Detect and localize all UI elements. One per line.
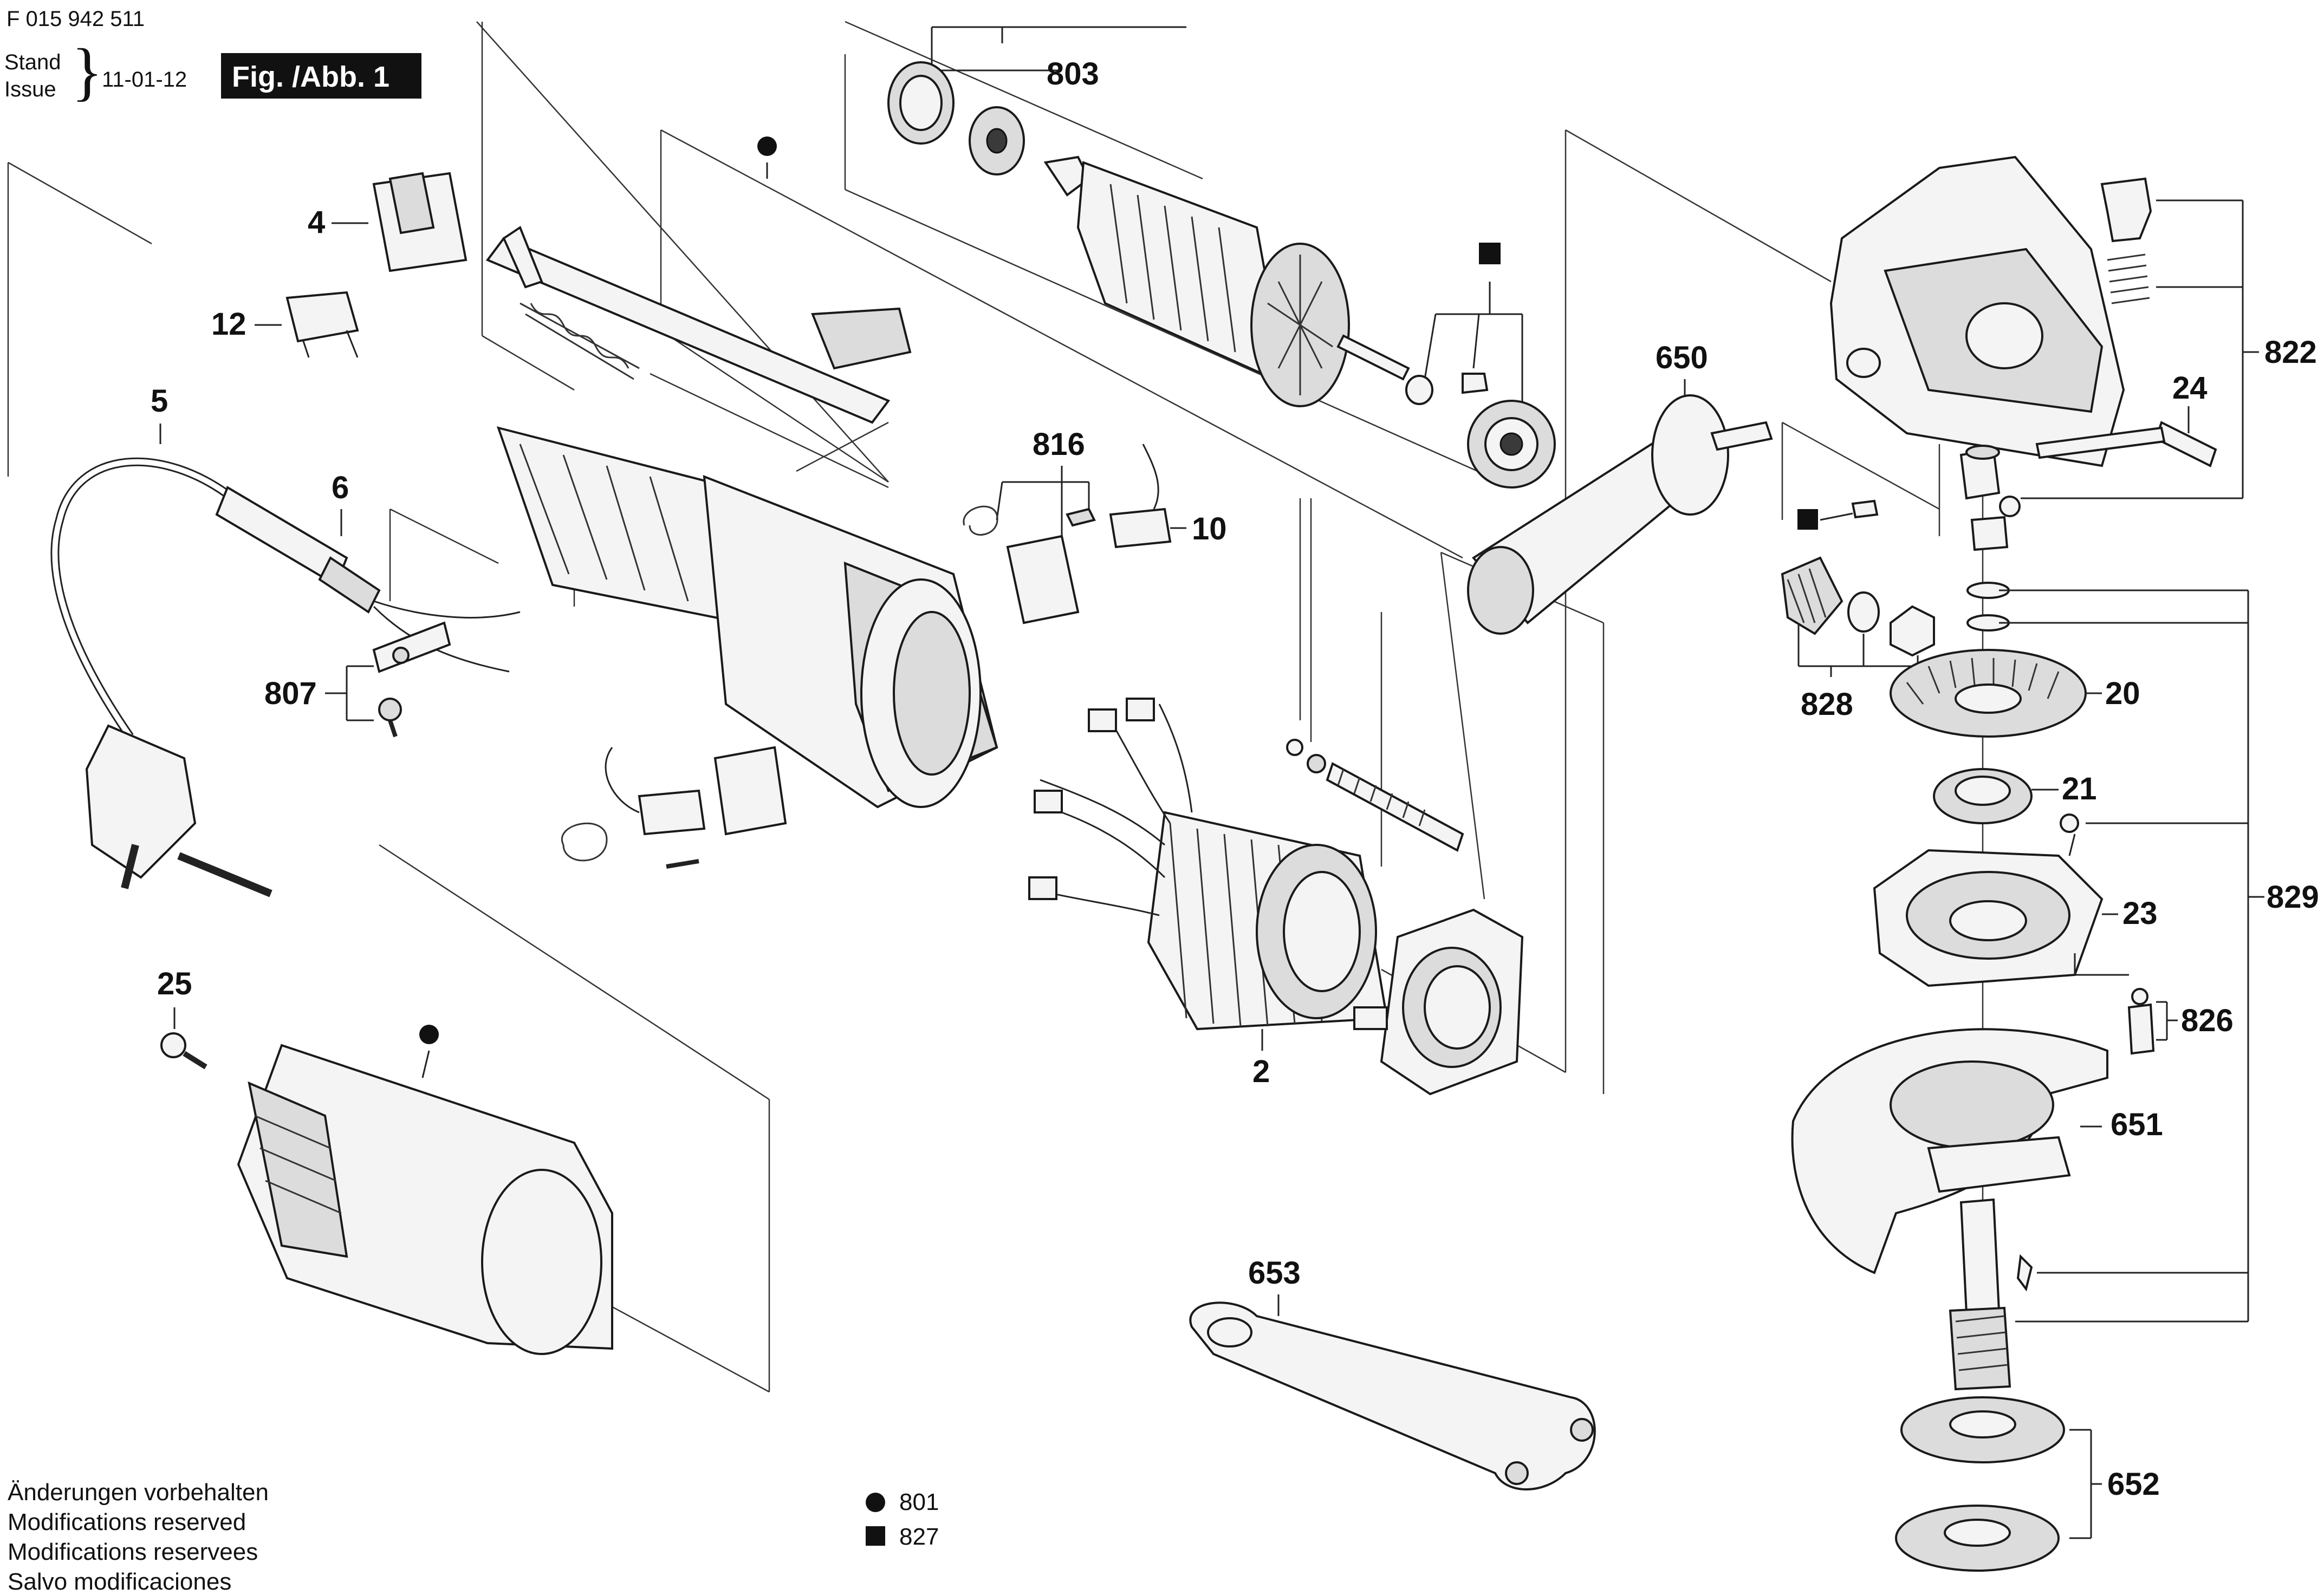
part-labels: 803	[1047, 56, 1099, 92]
stator-screws	[1286, 739, 1464, 852]
label-807: 807	[264, 676, 317, 711]
note-de: Änderungen vorbehalten	[8, 1479, 269, 1506]
switch-rod	[485, 136, 912, 424]
label-803: 803	[1047, 56, 1099, 92]
figure-badge	[221, 53, 421, 99]
legend: 801 827	[866, 1489, 939, 1550]
legend-circle-code: 801	[899, 1489, 939, 1515]
note-es: Salvo modificaciones	[8, 1568, 231, 1595]
label-2: 2	[1252, 1054, 1270, 1089]
label-816: 816	[1033, 427, 1085, 462]
label-826: 826	[2181, 1003, 2234, 1038]
label-25: 25	[157, 966, 192, 1001]
label-24: 24	[2172, 370, 2208, 406]
spindle-stack: 20 21 23 826 651	[1791, 445, 2319, 1391]
gear-housing	[1829, 155, 2125, 467]
legend-square-icon	[866, 1526, 885, 1546]
armature-fasteners	[1405, 243, 1556, 489]
part-number: F 015 942 511	[7, 7, 145, 31]
label-653: 653	[1248, 1255, 1301, 1291]
spindle-lock-parts: 822 24	[1999, 177, 2317, 517]
label-4: 4	[308, 205, 325, 240]
stand-label: Stand	[4, 50, 61, 74]
brush-holder-assembly: 816 10	[561, 427, 1227, 869]
figure-title: Fig. /Abb. 1	[232, 61, 390, 93]
motor-housing	[496, 426, 998, 809]
bearing-plate	[1353, 908, 1524, 1096]
circle-marker-cover	[419, 1025, 439, 1044]
label-20: 20	[2105, 676, 2140, 711]
legend-square-code: 827	[899, 1524, 939, 1550]
circle-marker	[757, 136, 777, 156]
note-fr: Modifications reservees	[8, 1539, 258, 1565]
label-822: 822	[2264, 335, 2317, 370]
label-650: 650	[1656, 340, 1708, 375]
label-828: 828	[1801, 687, 1853, 722]
square-marker	[1479, 243, 1501, 264]
label-6: 6	[332, 470, 349, 505]
note-en: Modifications reserved	[8, 1509, 246, 1535]
header: F 015 942 511 Stand Issue } 11-01-12 Fig…	[4, 7, 421, 107]
issue-label: Issue	[4, 77, 56, 101]
rear-cover: 25	[157, 966, 613, 1355]
label-651: 651	[2111, 1107, 2163, 1142]
flanges: 652	[1895, 1396, 2160, 1572]
label-5: 5	[151, 383, 168, 419]
switch-parts: 4 12	[211, 172, 468, 358]
spanner-wrench: 653	[1189, 1255, 1596, 1490]
label-12: 12	[211, 307, 246, 342]
issue-date: 11-01-12	[102, 68, 187, 92]
legend-circle-icon	[866, 1493, 885, 1512]
label-23: 23	[2122, 896, 2158, 931]
label-652: 652	[2107, 1467, 2160, 1502]
armature-assembly	[887, 26, 1410, 407]
side-handle: 650	[1467, 340, 1773, 635]
label-21: 21	[2062, 771, 2097, 806]
stand-issue-brace: }	[72, 35, 103, 107]
footer-notes: Änderungen vorbehalten Modifications res…	[8, 1479, 269, 1595]
square-marker-pinion	[1797, 509, 1818, 530]
stator: 2	[1028, 698, 1388, 1089]
cord-clamp: 807	[264, 621, 451, 738]
pinion-assembly: 828	[1781, 499, 1935, 722]
label-829: 829	[2267, 880, 2319, 915]
power-cord: 5 6	[50, 383, 521, 897]
label-10: 10	[1192, 511, 1227, 546]
